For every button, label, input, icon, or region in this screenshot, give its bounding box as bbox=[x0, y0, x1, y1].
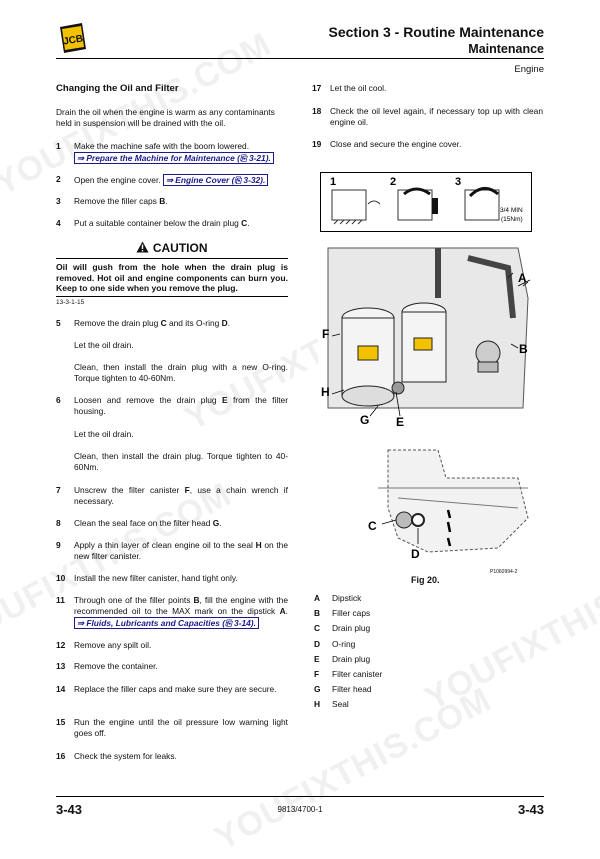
step-7: 7 Unscrew the filter canister F, use a c… bbox=[56, 485, 288, 506]
step-5-note-1: Let the oil drain. bbox=[74, 340, 134, 350]
step-3: 3 Remove the filler caps B. bbox=[56, 196, 168, 206]
step-4: 4 Put a suitable container below the dra… bbox=[56, 218, 250, 228]
intro-paragraph: Drain the oil when the engine is warm as… bbox=[56, 107, 275, 128]
section-title: Section 3 - Routine Maintenance bbox=[328, 24, 544, 40]
callout-b: B bbox=[519, 342, 528, 356]
step-6: 6 Loosen and remove the drain plug E fro… bbox=[56, 395, 288, 416]
document-code: 9813/4700-1 bbox=[277, 805, 323, 814]
figure-code: P1060994-2 bbox=[490, 569, 518, 575]
inset-label-2: 2 bbox=[390, 176, 396, 188]
filter-jcb-badge bbox=[357, 345, 379, 361]
figure-caption: Fig 20. bbox=[411, 575, 440, 585]
callout-f: F bbox=[322, 327, 329, 341]
step-5: 5 Remove the drain plug C and its O-ring… bbox=[56, 318, 230, 328]
callout-e: E bbox=[396, 415, 404, 429]
xref-engine-cover-link[interactable]: ⇒ Engine Cover (⎘ 3-32). bbox=[162, 174, 269, 186]
subsection-label: Engine bbox=[514, 64, 544, 75]
step-5-note-2: Clean, then install the drain plug with … bbox=[74, 362, 288, 383]
callout-a: A bbox=[518, 271, 527, 285]
page-number-left: 3-43 bbox=[56, 802, 83, 817]
page-number-right: 3-43 bbox=[517, 802, 544, 817]
caution-rule-top bbox=[56, 258, 288, 259]
header-rule bbox=[56, 58, 544, 59]
callout-d: D bbox=[411, 547, 420, 561]
callout-c: C bbox=[368, 519, 377, 533]
inset-label-1: 1 bbox=[330, 176, 336, 188]
footer-rule bbox=[56, 796, 544, 797]
callout-g: G bbox=[360, 413, 369, 427]
inset-torque-value: (15Nm) bbox=[501, 216, 523, 223]
step-6-note-2: Clean, then install the drain plug. Torq… bbox=[74, 451, 288, 472]
left-column: Changing the Oil and Filter Drain the oi… bbox=[56, 83, 288, 129]
step-11: 11 Through one of the filler points B, f… bbox=[56, 595, 289, 629]
section-subtitle: Maintenance bbox=[468, 42, 544, 56]
caution-box: CAUTION Oil will gush from the hole when… bbox=[56, 241, 288, 306]
section-heading: Changing the Oil and Filter bbox=[56, 83, 179, 94]
step-1: 1 Make the machine safe with the boom lo… bbox=[56, 141, 288, 164]
dipstick-check-inset: 1 2 3 3/4 MIN (15Nm) bbox=[320, 172, 532, 232]
warning-icon bbox=[136, 241, 149, 253]
xref-prepare-machine-link[interactable]: ⇒ Prepare the Machine for Maintenance (⎘… bbox=[74, 152, 274, 164]
inset-label-3: 3 bbox=[455, 176, 461, 188]
step-2: 2 Open the engine cover. ⇒ Engine Cover … bbox=[56, 174, 288, 186]
step-8: 8 Clean the seal face on the filter head… bbox=[56, 518, 222, 528]
caution-title: CAUTION bbox=[56, 241, 288, 255]
logo-text: JCB bbox=[62, 33, 84, 47]
step-6-note-1: Let the oil drain. bbox=[74, 429, 134, 439]
engine-filter-illustration: A B F H G E bbox=[318, 238, 540, 438]
caution-rule-bottom bbox=[56, 295, 288, 297]
jcb-logo: JCB bbox=[60, 23, 86, 53]
xref-fluids-link[interactable]: ⇒ Fluids, Lubricants and Capacities (⎘ 3… bbox=[74, 617, 259, 629]
inset-torque: 3/4 MIN bbox=[500, 207, 523, 214]
callout-h: H bbox=[321, 385, 330, 399]
caution-code: 13-3-1-15 bbox=[56, 298, 85, 306]
caution-text: Oil will gush from the hole when the dra… bbox=[56, 262, 288, 293]
step-9: 9 Apply a thin layer of clean engine oil… bbox=[56, 540, 288, 561]
sump-drain-illustration: C D bbox=[368, 449, 529, 561]
